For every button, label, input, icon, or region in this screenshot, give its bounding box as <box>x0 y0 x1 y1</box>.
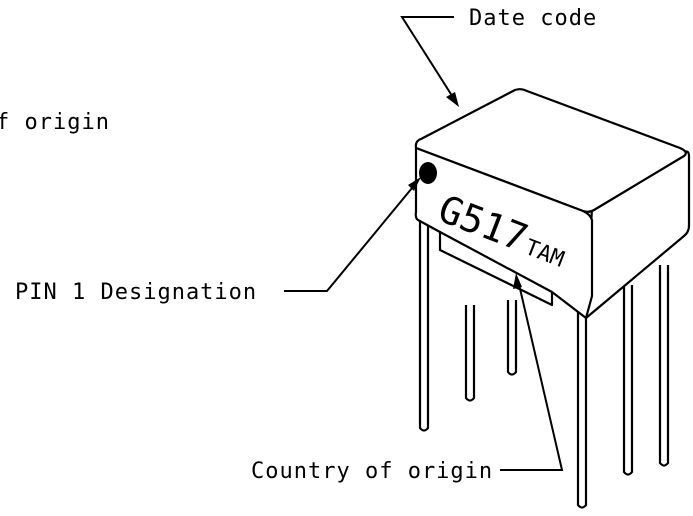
pin-back-1 <box>464 305 476 402</box>
pin-front-1 <box>418 210 430 432</box>
body-step-line <box>439 231 553 293</box>
arrowhead-date-code <box>446 92 459 107</box>
component-body <box>414 88 691 320</box>
pin-back-2 <box>506 300 518 376</box>
callout-country: Country of origin <box>251 459 493 484</box>
leader-country <box>500 279 564 471</box>
pins <box>418 210 670 509</box>
callout-origin-partial: f origin <box>0 110 110 135</box>
pin1-dot <box>419 162 437 184</box>
body-top-face <box>414 88 687 213</box>
body-front-face <box>414 146 594 320</box>
callout-date-code: Date code <box>469 6 597 31</box>
arrowheads <box>408 92 522 289</box>
callout-pin1: PIN 1 Designation <box>15 280 257 305</box>
arrowhead-country <box>513 273 522 289</box>
pin-front-2 <box>576 300 588 509</box>
pin-back-4 <box>658 265 670 467</box>
leader-pin1 <box>284 181 418 292</box>
arrowhead-pin1 <box>408 177 421 191</box>
pin-back-3 <box>622 285 634 476</box>
leader-lines <box>284 16 564 471</box>
leader-date-code <box>400 16 457 103</box>
